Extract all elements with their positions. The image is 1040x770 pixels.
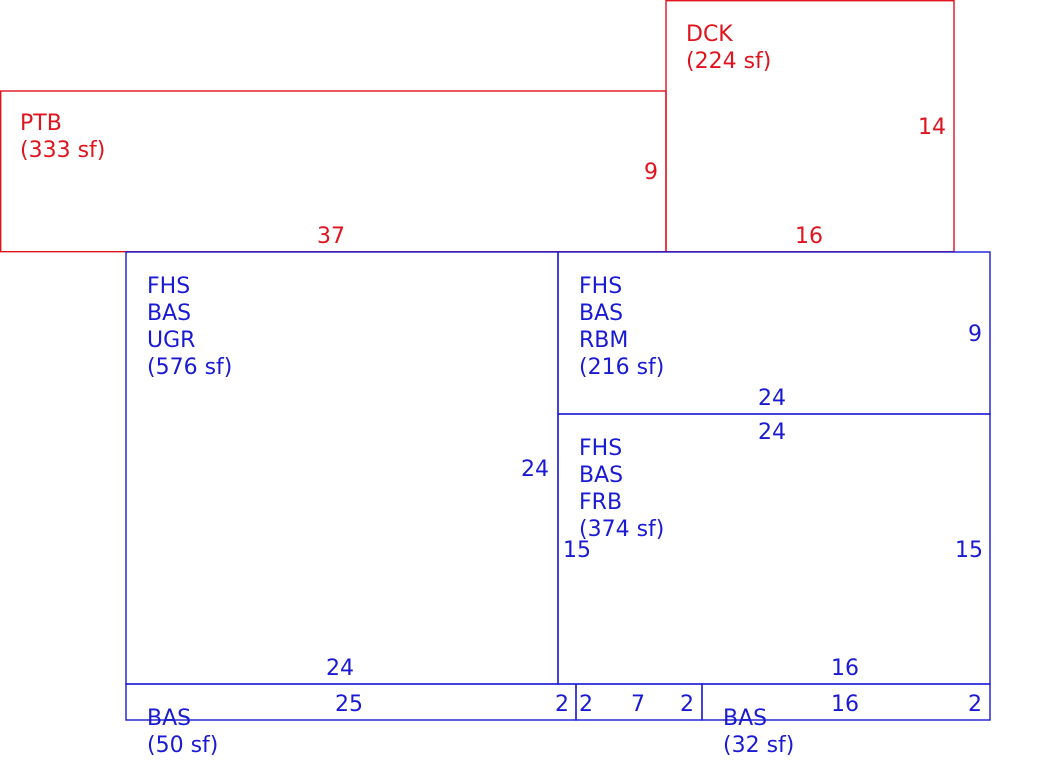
dck-label: DCK (224 sf): [686, 22, 771, 74]
ptb-bottom-dimension: 37: [317, 224, 345, 249]
connector-c-dimension: 2: [680, 692, 694, 717]
connector-b-dimension: 7: [631, 692, 645, 717]
bas-right-area[interactable]: [701, 683, 991, 721]
frb-left-dimension: 15: [563, 538, 591, 563]
dck-side-dimension: 14: [918, 115, 946, 140]
frb-label: FHS BAS FRB (374 sf): [579, 436, 664, 542]
ugr-label: FHS BAS UGR (576 sf): [147, 274, 232, 380]
rbm-label: FHS BAS RBM (216 sf): [579, 274, 664, 380]
rbm-bottom-dimension: 24: [758, 386, 786, 411]
frb-bottom-dimension: 16: [831, 656, 859, 681]
bas-right-length-dimension: 16: [831, 692, 859, 717]
bas-left-length-dimension: 25: [335, 692, 363, 717]
ugr-bottom-dimension: 24: [326, 656, 354, 681]
frb-right-dimension: 15: [955, 538, 983, 563]
ugr-side-dimension: 24: [521, 457, 549, 482]
ptb-label: PTB (333 sf): [20, 111, 105, 163]
bas-left-end-dimension: 2: [555, 692, 569, 717]
dck-bottom-dimension: 16: [795, 224, 823, 249]
bas-right-end-dimension: 2: [968, 692, 982, 717]
ptb-side-dimension: 9: [644, 160, 658, 185]
frb-top-dimension: 24: [758, 420, 786, 445]
bas-left-label: BAS (50 sf): [147, 706, 218, 758]
bas-right-label: BAS (32 sf): [723, 706, 794, 758]
rbm-side-dimension: 9: [968, 322, 982, 347]
connector-a-dimension: 2: [579, 692, 593, 717]
